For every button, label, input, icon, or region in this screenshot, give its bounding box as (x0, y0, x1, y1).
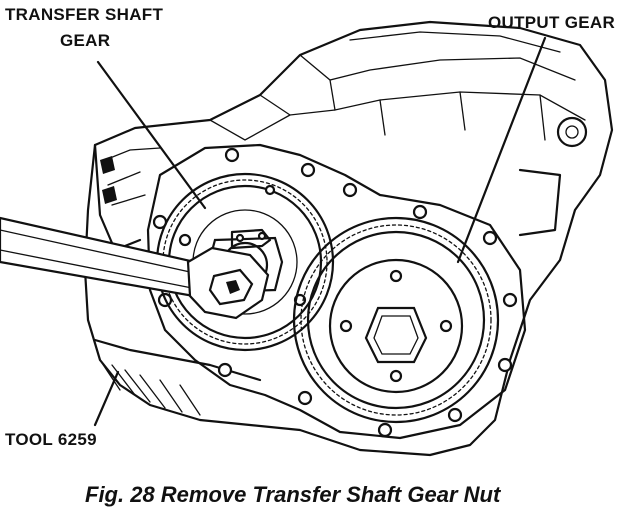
label-transfer-shaft-gear-line2: GEAR (60, 31, 110, 50)
leader-tool (93, 370, 120, 427)
leader-transfer-shaft-gear (96, 60, 207, 210)
label-output-gear: OUTPUT GEAR (488, 13, 615, 32)
tool-6259-wrench (0, 216, 270, 320)
label-transfer-shaft-gear-line1: TRANSFER SHAFT (5, 5, 163, 24)
leader-lines (93, 36, 547, 427)
figure-caption: Fig. 28 Remove Transfer Shaft Gear Nut (85, 482, 502, 507)
transmission-housing (83, 20, 614, 457)
label-tool: TOOL 6259 (5, 430, 97, 449)
cover-bolt-holes (152, 147, 518, 438)
output-gear (292, 216, 500, 424)
leader-output-gear (456, 36, 547, 264)
